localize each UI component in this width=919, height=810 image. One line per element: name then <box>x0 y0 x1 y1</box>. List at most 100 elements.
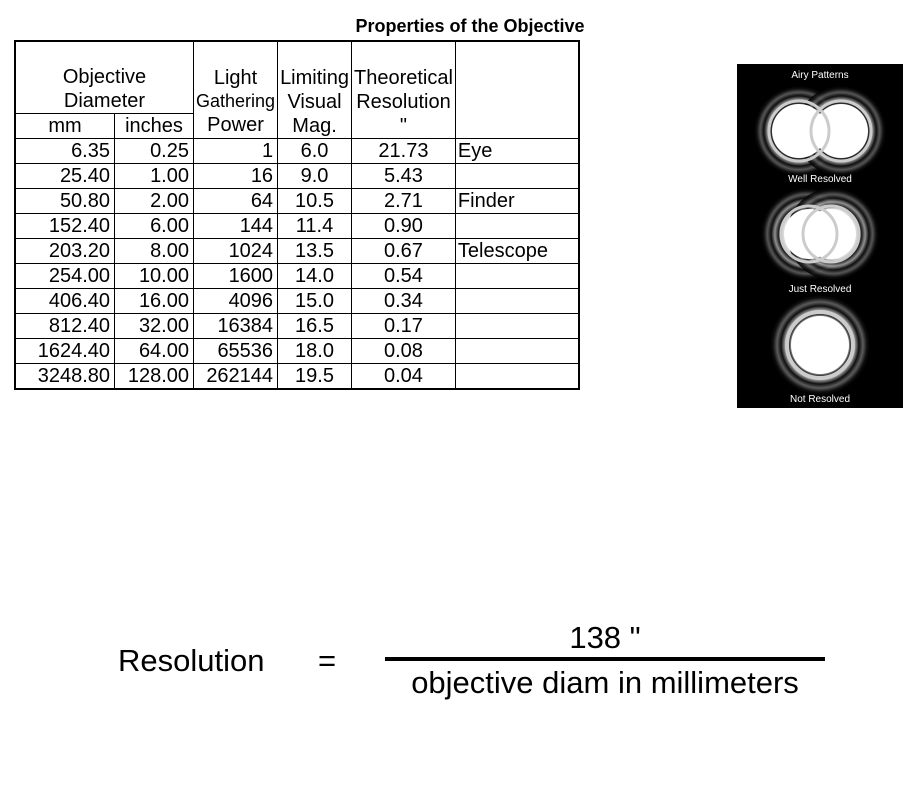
cell-mm: 1624.40 <box>14 338 115 364</box>
row-label <box>454 163 580 189</box>
cell-resolution: 2.71 <box>350 188 456 214</box>
cell-mag: 16.5 <box>277 313 352 339</box>
cell-power: 65536 <box>192 338 279 364</box>
objective-properties-table: Objective Diameter Light Gathering Power… <box>14 40 580 390</box>
cell-mag: 15.0 <box>277 288 352 314</box>
cell-mag: 19.5 <box>277 363 352 390</box>
cell-mm: 6.35 <box>14 138 115 164</box>
label-column-header <box>454 40 580 139</box>
row-label <box>454 213 580 239</box>
header-theoretical-resolution: Theoretical Resolution " <box>350 40 456 139</box>
cell-mm: 152.40 <box>14 213 115 239</box>
header-objective-diameter: Objective Diameter <box>14 40 194 114</box>
header-theoretical-line3: " <box>399 115 407 137</box>
airy-just-resolved-icon <box>761 188 879 280</box>
airy-not-resolved-icon <box>770 295 870 395</box>
cell-mag: 14.0 <box>277 263 352 289</box>
header-light-gathering: Light Gathering Power <box>192 40 279 139</box>
cell-power: 4096 <box>192 288 279 314</box>
header-limiting-line2: Visual <box>287 91 342 113</box>
row-label <box>454 338 580 364</box>
cell-inches: 16.00 <box>114 288 194 314</box>
cell-mm: 50.80 <box>14 188 115 214</box>
cell-mag: 13.5 <box>277 238 352 264</box>
cell-mm: 406.40 <box>14 288 115 314</box>
cell-resolution: 0.90 <box>350 213 456 239</box>
cell-mag: 18.0 <box>277 338 352 364</box>
airy-patterns-figure: Airy Patterns Well Resolved Just Resolve… <box>737 64 903 408</box>
airy-caption-well-resolved: Well Resolved <box>788 174 852 185</box>
cell-power: 16 <box>192 163 279 189</box>
airy-caption-not-resolved: Not Resolved <box>790 394 850 405</box>
header-light-line1: Light <box>213 67 258 89</box>
cell-inches: 10.00 <box>114 263 194 289</box>
cell-power: 64 <box>192 188 279 214</box>
row-label <box>454 288 580 314</box>
cell-inches: 32.00 <box>114 313 194 339</box>
row-label: Eye <box>454 138 580 164</box>
cell-mag: 10.5 <box>277 188 352 214</box>
cell-inches: 6.00 <box>114 213 194 239</box>
formula-equals: = <box>318 643 337 678</box>
cell-power: 262144 <box>192 363 279 390</box>
header-light-line3: Power <box>207 114 264 136</box>
row-label <box>454 363 580 390</box>
row-label <box>454 263 580 289</box>
table-title: Properties of the Objective <box>355 16 585 36</box>
formula-label: Resolution <box>118 643 265 678</box>
header-theoretical-line2: Resolution <box>356 91 451 113</box>
cell-inches: 0.25 <box>114 138 194 164</box>
header-mm: mm <box>14 113 115 139</box>
header-diameter-line1: Objective <box>62 66 147 88</box>
airy-caption-just-resolved: Just Resolved <box>789 284 852 295</box>
row-label: Telescope <box>454 238 580 264</box>
cell-mm: 812.40 <box>14 313 115 339</box>
cell-mag: 6.0 <box>277 138 352 164</box>
cell-resolution: 0.04 <box>350 363 456 390</box>
cell-resolution: 5.43 <box>350 163 456 189</box>
cell-resolution: 0.17 <box>350 313 456 339</box>
cell-power: 1024 <box>192 238 279 264</box>
header-limiting-line3: Mag. <box>292 115 337 137</box>
cell-power: 1 <box>192 138 279 164</box>
header-inches: inches <box>114 113 194 139</box>
header-theoretical-line1: Theoretical <box>353 67 453 89</box>
cell-resolution: 0.08 <box>350 338 456 364</box>
cell-inches: 2.00 <box>114 188 194 214</box>
cell-power: 16384 <box>192 313 279 339</box>
cell-resolution: 21.73 <box>350 138 456 164</box>
cell-resolution: 0.67 <box>350 238 456 264</box>
cell-inches: 128.00 <box>114 363 194 390</box>
cell-resolution: 0.54 <box>350 263 456 289</box>
header-diameter-line2: Diameter <box>63 90 146 112</box>
header-limiting-visual-mag: Limiting Visual Mag. <box>277 40 352 139</box>
formula-denominator: objective diam in millimeters <box>411 665 799 700</box>
cell-mag: 9.0 <box>277 163 352 189</box>
cell-inches: 64.00 <box>114 338 194 364</box>
row-label: Finder <box>454 188 580 214</box>
header-limiting-line1: Limiting <box>280 67 349 89</box>
cell-mm: 25.40 <box>14 163 115 189</box>
cell-mm: 203.20 <box>14 238 115 264</box>
airy-title: Airy Patterns <box>791 70 848 81</box>
cell-power: 144 <box>192 213 279 239</box>
fraction-bar <box>385 657 825 661</box>
header-light-line2: Gathering <box>196 91 276 111</box>
formula-numerator: 138 " <box>569 620 641 655</box>
cell-power: 1600 <box>192 263 279 289</box>
airy-well-resolved-icon <box>754 86 886 176</box>
cell-inches: 8.00 <box>114 238 194 264</box>
row-label <box>454 313 580 339</box>
cell-inches: 1.00 <box>114 163 194 189</box>
cell-mm: 254.00 <box>14 263 115 289</box>
